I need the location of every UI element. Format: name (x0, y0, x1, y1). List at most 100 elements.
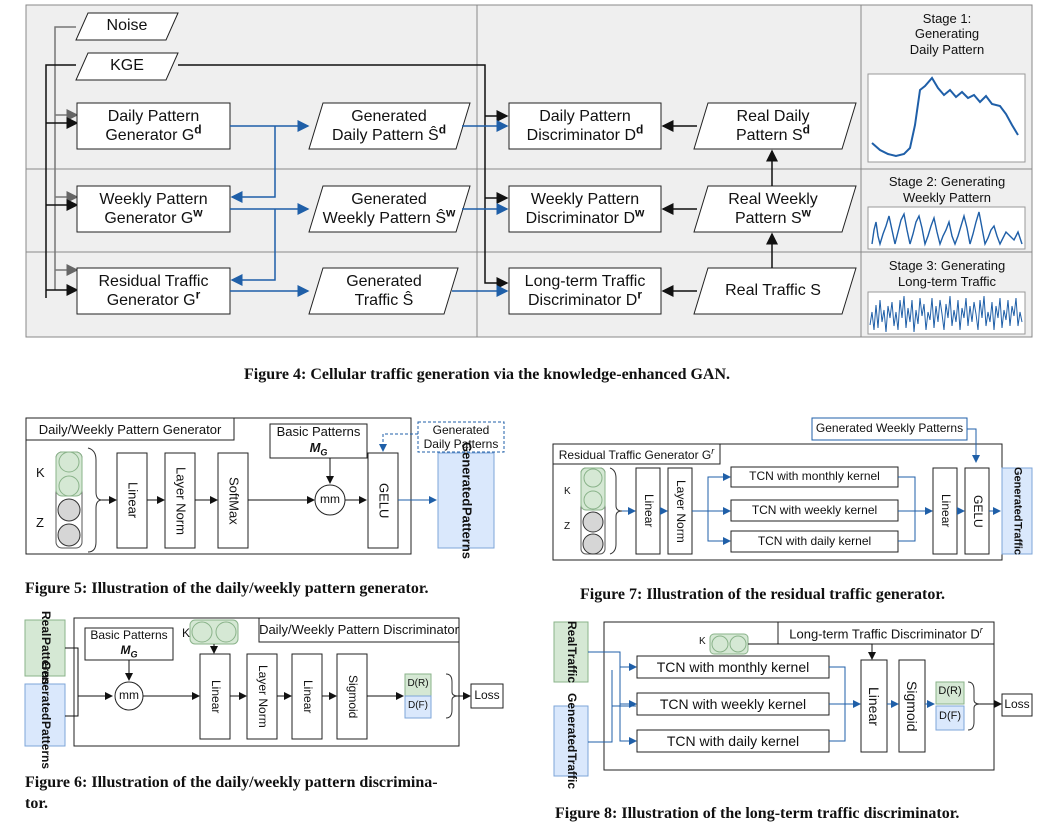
fig7-linear2: Linear (938, 494, 953, 528)
out-daily-l1: Generated (351, 107, 427, 125)
fig8-dr: D(R) (938, 685, 962, 697)
fig7-out-l1: Generated (1011, 467, 1024, 522)
figure-8-diagram (553, 621, 1033, 777)
real-daily-l1: Real Daily (736, 107, 810, 125)
gen-daily-l2: Generator G (105, 127, 195, 144)
fig7-tcn-weekly: TCN with weekly kernel (751, 502, 878, 517)
fig7-title-sup: r (711, 446, 715, 456)
fig6-real-l2: Patterns (38, 636, 53, 685)
fig7-title: Residual Traffic Generator Gr (553, 446, 720, 462)
fig5-layernorm: Layer Norm (173, 466, 189, 535)
real-daily-l2: Pattern S (735, 127, 803, 144)
fig5-gelu: GELU (376, 482, 392, 519)
stage1-l1: Stage 1: (922, 10, 972, 26)
real-traffic (693, 267, 857, 315)
fig5-mm: mm (320, 492, 340, 506)
stage1-l3: Daily Pattern (909, 41, 985, 57)
fig8-gen-l2: Traffic (564, 752, 579, 789)
stage3-l2: Long-term Traffic (897, 274, 997, 289)
out-daily-sup: d (438, 122, 447, 137)
fig8-tcn-daily: TCN with daily kernel (666, 732, 800, 749)
fig6-loss: Loss (474, 688, 500, 702)
figure-7-diagram (552, 417, 1033, 561)
generated-traffic (308, 267, 459, 315)
out-weekly-sup: w (445, 205, 456, 220)
noise-input (75, 12, 179, 41)
fig6-sigmoid: Sigmoid (345, 674, 360, 719)
gen-resid-sup: r (195, 287, 201, 302)
gen-resid-l1: Residual Traffic (98, 272, 209, 290)
kge-input (75, 52, 179, 81)
disc-weekly-sup: w (635, 205, 645, 220)
fig6-df: D(F) (408, 700, 428, 711)
gen-weekly-l2: Generator G (104, 210, 194, 227)
gen-daily-sup: d (194, 122, 202, 137)
fig8-linear: Linear (866, 686, 883, 726)
fig5-genpat-l2: Daily Patterns (423, 437, 499, 451)
figure-5-caption: Figure 5: Illustration of the daily/week… (25, 580, 429, 597)
fig8-title-text: Long-term Traffic Discriminator D (789, 626, 980, 642)
fig8-loss: Loss (1004, 697, 1030, 711)
fig7-title-text: Residual Traffic Generator G (558, 448, 712, 462)
fig8-real-l2: Traffic (564, 646, 579, 683)
fig8-tcn-weekly: TCN with weekly kernel (659, 695, 807, 712)
stage1-l2: Generating (914, 26, 980, 42)
fig8-title-sup: r (979, 625, 983, 635)
disc-daily-l1: Daily Pattern (539, 107, 631, 125)
weekly-pattern-discriminator (508, 185, 662, 233)
fig6-linear2: Linear (300, 679, 315, 714)
stage3-l1: Stage 3: Generating (888, 258, 1006, 274)
fig7-gen-weekly: Generated Weekly Patterns (815, 421, 964, 435)
daily-pattern-generator (76, 102, 231, 150)
fig5-genpat-l1: Generated (432, 422, 490, 437)
noise-label: Noise (106, 17, 148, 34)
real-daily-pattern (693, 102, 857, 150)
figure-8-caption: Figure 8: Illustration of the long-term … (555, 805, 960, 822)
real-daily-sup: d (802, 122, 811, 137)
stage1-curve (871, 76, 1019, 158)
fig5-basic-g: G (320, 447, 328, 458)
disc-daily-l2: Discriminator D (526, 127, 636, 144)
stage3-curve (869, 295, 1023, 333)
real-weekly-sup: w (801, 205, 812, 220)
fig6-title: Daily/Weekly Pattern Discriminator (259, 622, 459, 637)
disc-daily-sup: d (636, 122, 644, 137)
out-weekly-l2: Weekly Pattern Ŝ (322, 210, 446, 227)
fig6-k: K (182, 626, 191, 640)
fig6-mm: mm (119, 688, 139, 702)
disc-long-sup: r (637, 287, 642, 302)
fig6-basic-l1: Basic Patterns (90, 628, 168, 643)
real-traffic-label: Real Traffic S (725, 282, 821, 300)
generated-weekly-pattern (308, 185, 471, 233)
fig7-out-l2: Traffic (1011, 521, 1024, 555)
disc-long-l1: Long-term Traffic (524, 272, 646, 290)
fig5-basic-m: M (309, 439, 321, 455)
figure-4-diagram (25, 4, 1033, 338)
fig7-gelu: GELU (970, 494, 985, 528)
stage1-plot (867, 73, 1026, 163)
out-traffic-l1: Generated (346, 272, 422, 290)
gen-weekly-l1: Weekly Pattern (99, 190, 208, 208)
fig5-out-l2: Patterns (459, 506, 475, 559)
disc-long-l2: Discriminator D (527, 292, 638, 309)
fig7-linear: Linear (641, 494, 656, 528)
daily-pattern-discriminator (508, 102, 662, 150)
fig8-df: D(F) (939, 710, 961, 722)
fig5-title: Daily/Weekly Pattern Generator (38, 422, 222, 437)
fig5-softmax: SoftMax (226, 476, 242, 525)
fig8-sigmoid: Sigmoid (904, 680, 921, 732)
out-daily-l2: Daily Pattern Ŝ (331, 127, 439, 144)
fig8-k: K (699, 636, 706, 647)
fig6-gen-l1: Generated (38, 661, 53, 721)
fig6-gen-l2: Patterns (38, 720, 53, 769)
figure-5-diagram (25, 417, 505, 555)
figure-7-caption: Figure 7: Illustration of the residual t… (580, 586, 945, 603)
fig8-gen-l1: Generated (564, 693, 579, 753)
real-weekly-l1: Real Weekly (728, 190, 818, 208)
fig6-layernorm: Layer Norm (255, 665, 270, 728)
disc-weekly-l1: Weekly Pattern (530, 190, 640, 208)
fig6-dr: D(R) (407, 678, 429, 689)
out-weekly-l1: Generated (351, 190, 427, 208)
fig8-tcn-monthly: TCN with monthly kernel (656, 658, 810, 675)
fig7-k: K (564, 486, 571, 497)
